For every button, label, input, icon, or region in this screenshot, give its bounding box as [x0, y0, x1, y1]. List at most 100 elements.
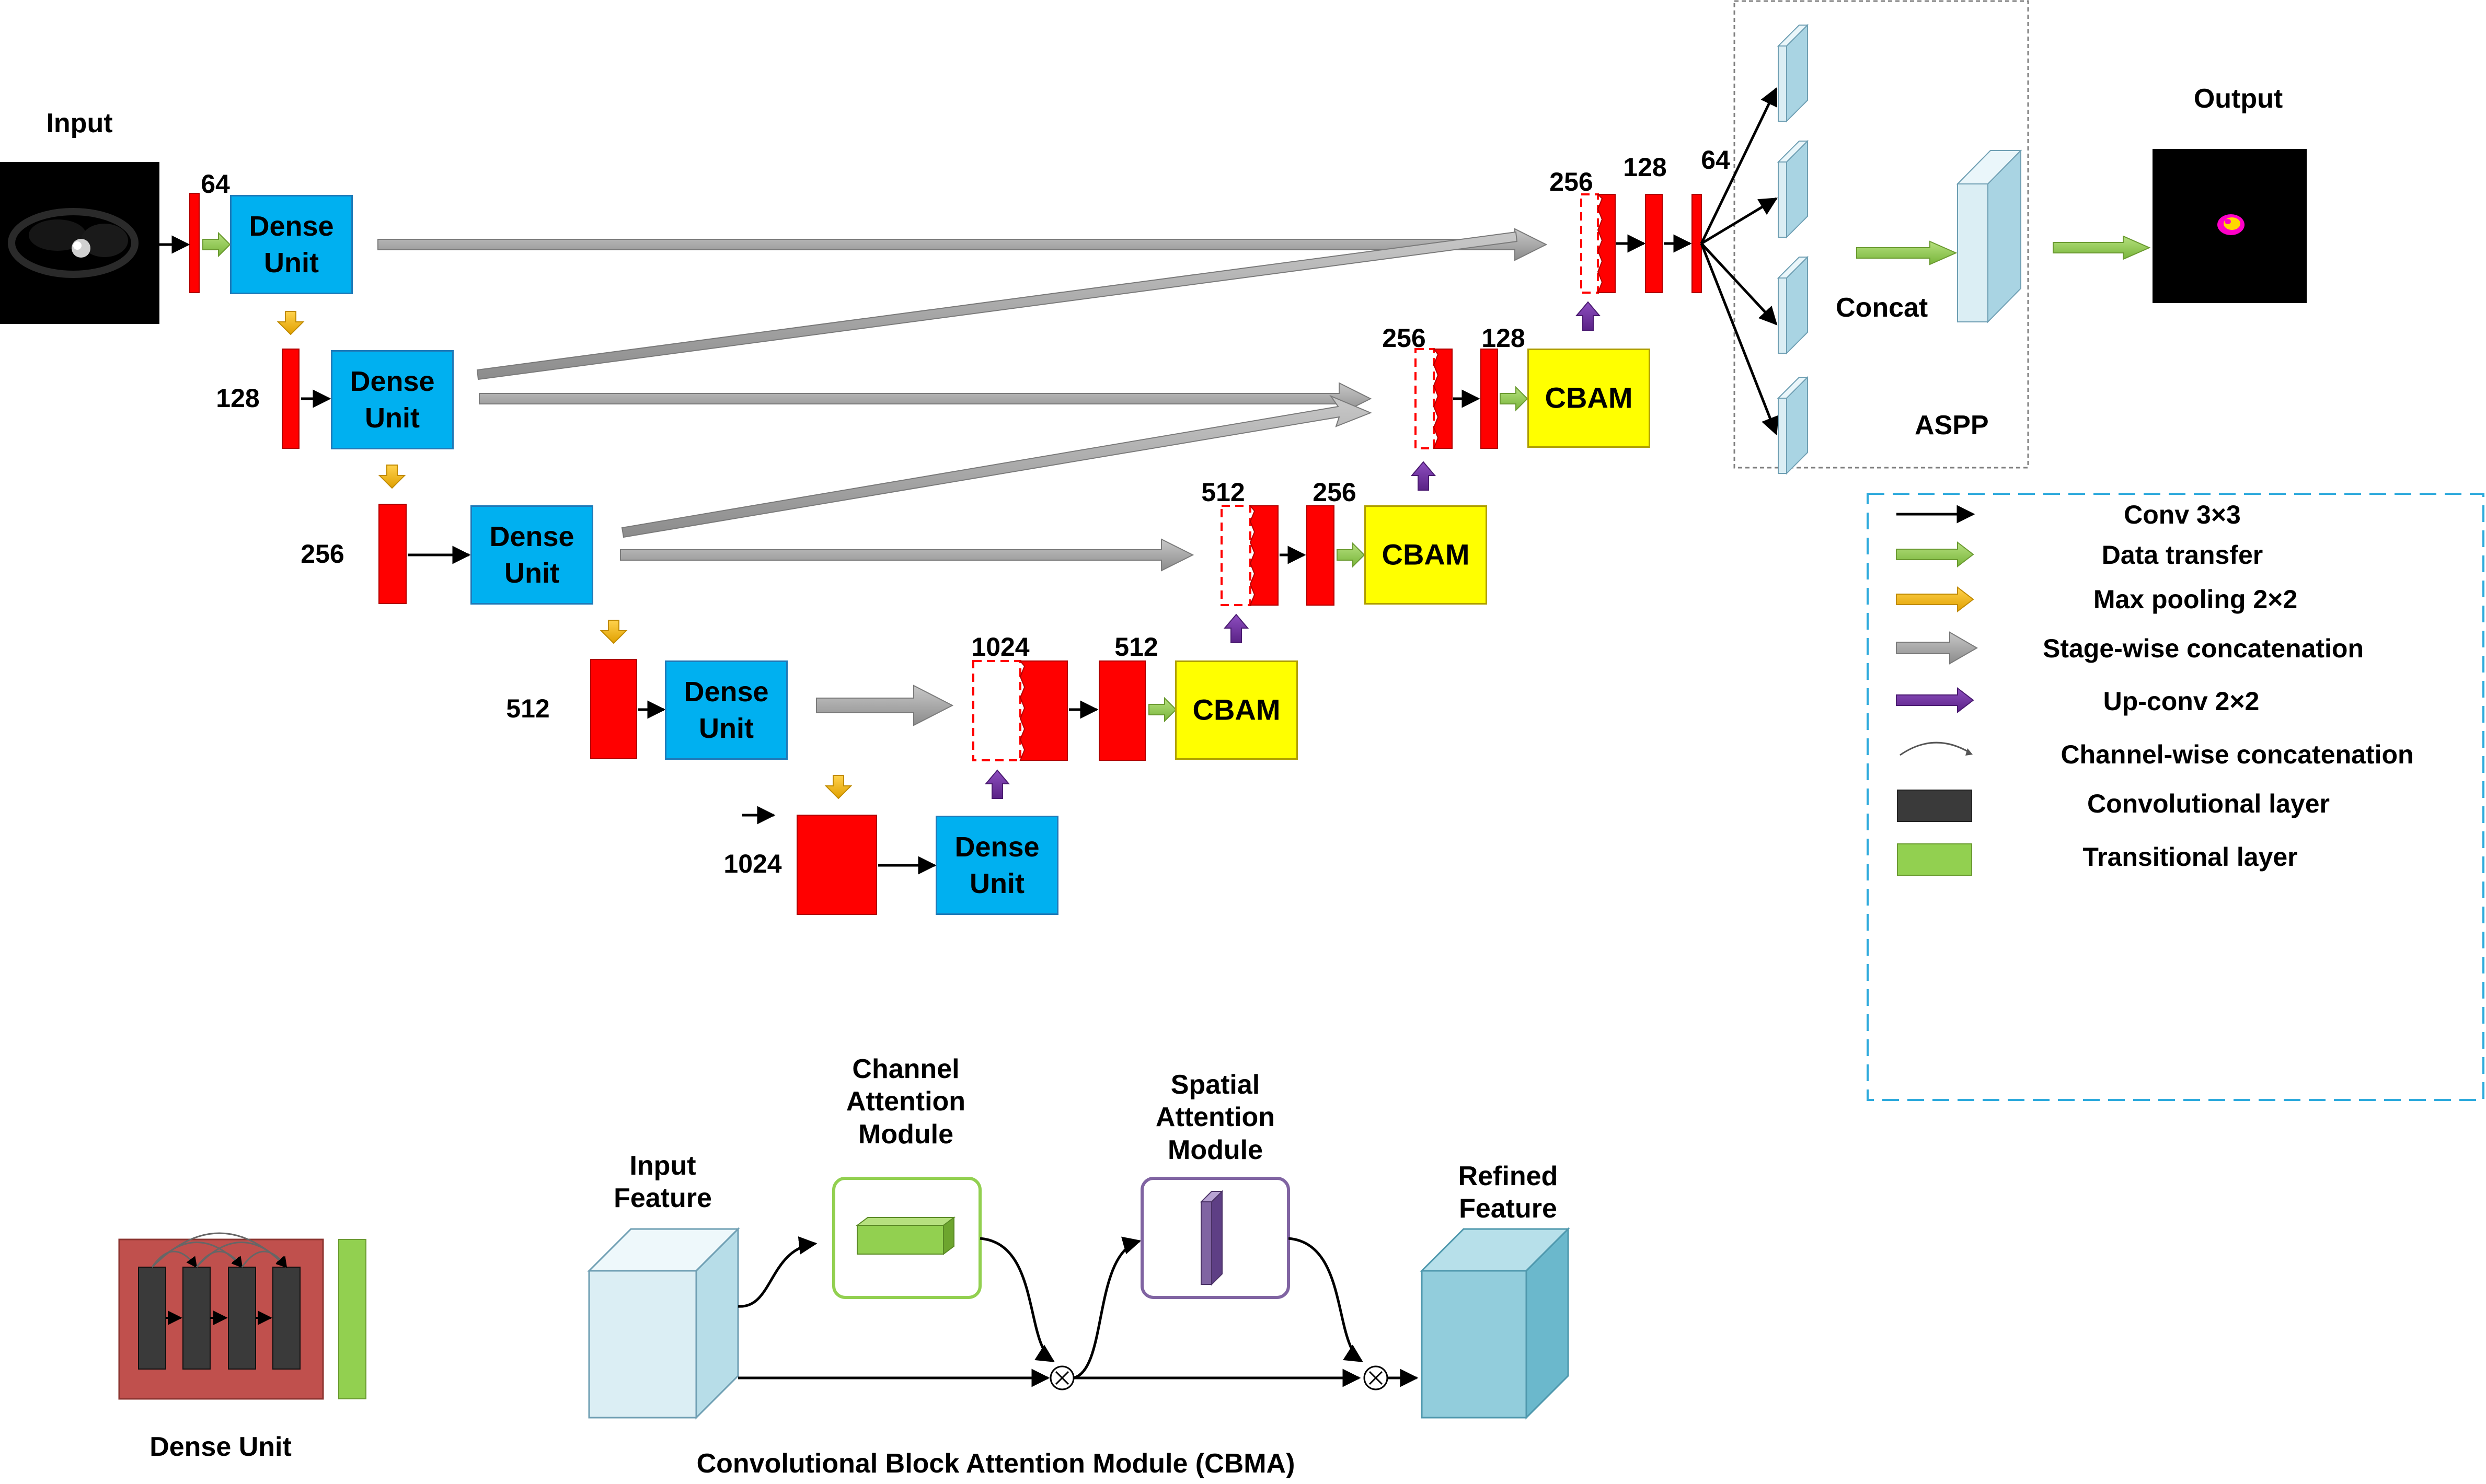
- conv-arrow: [1700, 243, 1779, 436]
- flow-arrow: [1073, 1236, 1142, 1379]
- decoder-conv-128-top: [1645, 194, 1663, 293]
- dense-unit-detail: [118, 1232, 366, 1400]
- data-transfer-arrow: [1500, 386, 1528, 412]
- channel-label-1024: 1024: [723, 849, 782, 878]
- channel-label-512: 512: [506, 694, 550, 723]
- output-label: Output: [2193, 84, 2283, 114]
- encoder-conv-64: [189, 193, 200, 293]
- conv-layer-swatch-icon: [1897, 790, 1972, 822]
- dense-unit-label: Dense Unit: [350, 365, 435, 434]
- aspp-border: [1733, 0, 2029, 469]
- decoder-concat-up-1024: [1019, 660, 1068, 761]
- legend-label-conv: Conv 3×3: [2124, 500, 2241, 529]
- dense-unit-label: Dense Unit: [249, 210, 334, 279]
- encoder-conv-128: [282, 349, 300, 449]
- aspp-branch: [1777, 256, 1809, 355]
- decoder-label-64: 64: [1701, 145, 1730, 175]
- cbam-detail-caption: Convolutional Block Attention Module (CB…: [696, 1448, 1295, 1479]
- legend-label-max-pooling: Max pooling 2×2: [2093, 585, 2298, 614]
- legend-label-conv-layer: Convolutional layer: [2087, 789, 2330, 818]
- decoder-conv-128: [1480, 349, 1498, 449]
- decoder-conv-256: [1306, 505, 1334, 606]
- dense-unit-label: Dense Unit: [684, 676, 769, 744]
- cbam-label: CBAM: [1192, 693, 1281, 726]
- cbam-label: CBAM: [1382, 538, 1470, 571]
- cbam-refined-feature-cube: [1420, 1227, 1570, 1420]
- aspp-branch: [1777, 24, 1809, 123]
- channel-concat-arc-icon: [1900, 741, 1970, 756]
- aspp-title: ASPP: [1915, 410, 1989, 440]
- encoder-conv-1024: [797, 815, 877, 915]
- multiply-icon: [1363, 1365, 1388, 1390]
- decoder-label-128b: 128: [1623, 153, 1667, 182]
- cbam-label: CBAM: [1545, 381, 1633, 414]
- decoder-conv-512: [1099, 660, 1146, 761]
- decoder-label-256c: 256: [1549, 167, 1593, 196]
- dense-unit-caption: Dense Unit: [149, 1432, 292, 1462]
- dense-unit-label: Dense Unit: [489, 520, 574, 589]
- flow-arrow: [1288, 1237, 1363, 1363]
- encoder-dense-unit-3: Dense Unit: [470, 505, 593, 605]
- channel-concat-arrowhead: [1965, 748, 1973, 756]
- output-image: [2153, 149, 2307, 303]
- decoder-concat-up-64: [1596, 194, 1616, 293]
- decoder-label-256b: 256: [1382, 323, 1426, 353]
- decoder-label-256: 256: [1313, 478, 1356, 507]
- encoder-dense-unit-5: Dense Unit: [936, 816, 1058, 915]
- stage-concat-arrow: [476, 231, 1518, 380]
- cbam-refined-feature-label: Refined Feature: [1458, 1161, 1558, 1224]
- max-pooling-arrow: [378, 465, 406, 489]
- cbam-input-feature-cube: [587, 1227, 740, 1420]
- input-image: [0, 162, 159, 324]
- max-pooling-arrow: [824, 775, 853, 799]
- encoder-dense-unit-2: Dense Unit: [331, 350, 454, 449]
- legend-label-stage-concat: Stage-wise concatenation: [2042, 634, 2364, 663]
- encoder-conv-512: [590, 659, 637, 759]
- stage-concat-arrow: [479, 382, 1372, 415]
- data-transfer-arrow: [1337, 542, 1365, 568]
- decoder-label-1024: 1024: [971, 632, 1030, 662]
- decoder-concat-skip-256: [1414, 348, 1435, 449]
- cbam-input-feature-label: Input Feature: [614, 1151, 712, 1214]
- upconv-arrow: [984, 769, 1010, 799]
- legend-label-data-transfer: Data transfer: [2101, 540, 2263, 570]
- decoder-cbam-3: CBAM: [1364, 505, 1487, 605]
- data-transfer-arrow: [202, 231, 231, 258]
- conv-arrow: [1700, 242, 1778, 326]
- decoder-conv-64: [1691, 194, 1702, 293]
- upconv-arrow: [1575, 301, 1601, 331]
- input-label: Input: [46, 108, 113, 138]
- decoder-label-128: 128: [1481, 323, 1525, 353]
- multiply-icon: [1050, 1365, 1075, 1390]
- channel-label-64: 64: [201, 169, 230, 199]
- stage-concat-arrow: [816, 685, 954, 726]
- dense-unit-label: Dense Unit: [954, 831, 1040, 899]
- upconv-arrow: [1410, 461, 1436, 491]
- legend-label-channel-concat: Channel-wise concatenation: [2061, 740, 2414, 769]
- aspp-branch: [1777, 376, 1809, 475]
- data-transfer-arrow-icon: [1896, 541, 1974, 568]
- aspp-concat-label: Concat: [1836, 293, 1928, 323]
- cbam-spatial-attention-label: Spatial Attention Module: [1155, 1070, 1275, 1165]
- upconv-arrow-icon: [1896, 687, 1974, 714]
- conv-arrow: [1700, 197, 1778, 245]
- data-transfer-arrow: [1856, 240, 1958, 265]
- decoder-concat-skip-512: [1221, 505, 1251, 606]
- data-transfer-arrow: [2053, 235, 2151, 260]
- max-pooling-arrow: [277, 311, 305, 335]
- data-transfer-arrow: [1148, 697, 1177, 723]
- decoder-concat-up-256: [1432, 349, 1453, 449]
- stage-concat-arrow: [621, 395, 1372, 538]
- decoder-label-512b: 512: [1201, 478, 1245, 507]
- conv-arrow: [1700, 87, 1778, 245]
- channel-label-256: 256: [301, 539, 344, 569]
- aspp-concat-block: [1956, 149, 2022, 323]
- max-pooling-arrow-icon: [1896, 586, 1974, 613]
- flow-arrow: [738, 1236, 818, 1308]
- transitional-layer-swatch-icon: [1897, 843, 1972, 876]
- channel-attention-icon: [856, 1216, 956, 1255]
- spatial-attention-icon: [1200, 1190, 1224, 1286]
- decoder-concat-skip-1024: [972, 660, 1021, 761]
